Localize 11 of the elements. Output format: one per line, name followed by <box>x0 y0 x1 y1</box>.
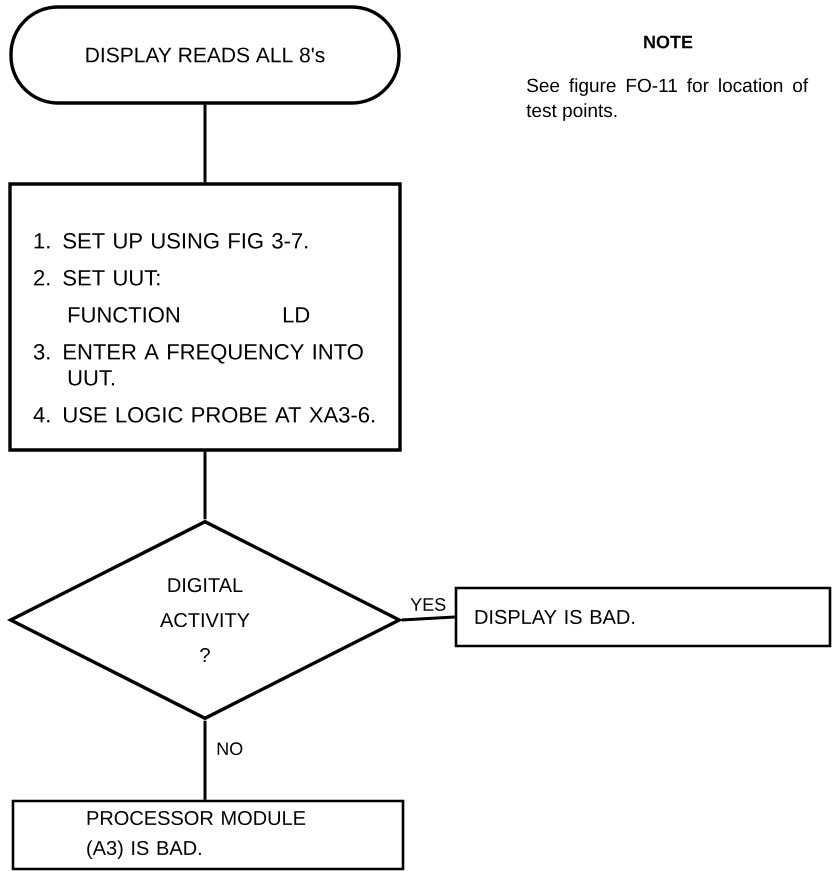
process-box: 1. SET UP USING FIG 3-7. 2. SET UUT: FUNCTION LD 3. ENTER A FREQUENCY INTO UUT. 4. USE LOGIC PROBE AT XA3-6. <box>8 182 402 452</box>
connector-line <box>402 616 455 622</box>
edge-label: YES <box>409 597 448 612</box>
outcome-box: PROCESSOR MODULE (A3) IS BAD. <box>12 800 404 870</box>
edge-label: NO <box>215 741 244 756</box>
note-text: See figure FO-11 for location of test points. <box>526 78 808 121</box>
note-heading: NOTE <box>644 36 692 48</box>
connector-line <box>204 452 206 520</box>
connector-line <box>204 720 206 800</box>
outcome-box: DISPLAY IS BAD. <box>454 586 832 648</box>
connector-line <box>204 104 206 182</box>
